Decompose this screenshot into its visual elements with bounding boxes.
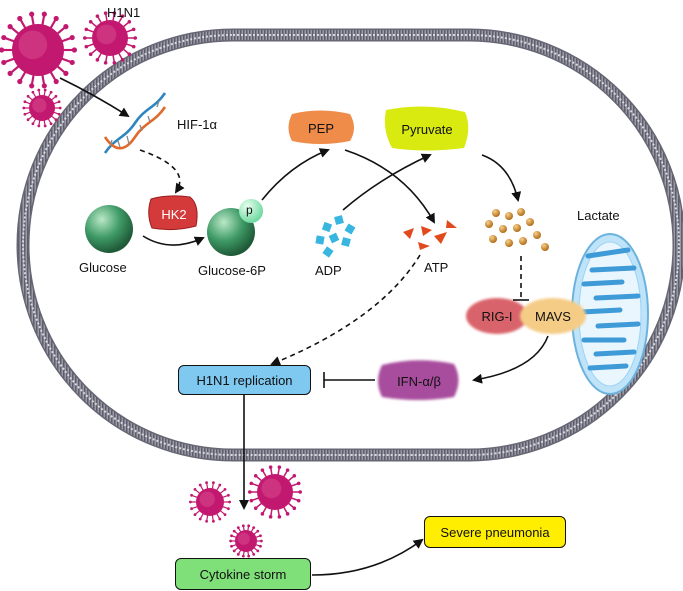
glucose-sphere bbox=[85, 205, 133, 253]
atp-label: ATP bbox=[424, 260, 449, 275]
glucose-6p-sphere bbox=[207, 208, 255, 256]
arrow-hif-hk2 bbox=[139, 149, 185, 194]
hif-label: HIF-1α bbox=[177, 117, 218, 132]
mavs-shape bbox=[520, 298, 586, 334]
arrow-glucose-g6p bbox=[142, 235, 205, 246]
lactate-label: Lactate bbox=[577, 208, 620, 223]
rigi-label: RIG-I bbox=[481, 308, 513, 324]
arrow-mavs-ifn bbox=[472, 335, 549, 384]
hk2-label: HK2 bbox=[161, 206, 187, 222]
pyruvate-blob bbox=[384, 106, 469, 151]
phosphate-label: p bbox=[246, 203, 253, 217]
adp-label: ADP bbox=[315, 263, 342, 278]
virus-icon bbox=[189, 481, 232, 523]
glucose-6p-label: Glucose-6P bbox=[198, 263, 266, 278]
rigi-shape bbox=[466, 298, 528, 334]
virus-icon bbox=[22, 88, 62, 128]
arrow-virus-hif bbox=[59, 77, 130, 118]
pep-label: PEP bbox=[307, 120, 334, 136]
virus-icon bbox=[83, 11, 137, 65]
arrow-g6p-pep bbox=[261, 148, 330, 201]
hk2-enzyme bbox=[148, 195, 198, 231]
pneumonia-box: Severe pneumonia bbox=[424, 516, 566, 548]
virus-label: H1N1 bbox=[107, 5, 141, 20]
virus-icon bbox=[248, 465, 303, 519]
arrow-pyruvate-lactate bbox=[481, 154, 522, 202]
ifn-label: IFN-α/β bbox=[397, 373, 441, 389]
pyruvate-label: Pyruvate bbox=[401, 121, 453, 137]
arrow-cytokine-pneumonia bbox=[311, 538, 424, 576]
phosphate-sphere bbox=[239, 199, 263, 223]
atp-molecules bbox=[403, 220, 457, 250]
virus-icon bbox=[0, 11, 77, 89]
arrow-atp-replication bbox=[270, 254, 421, 366]
replication-box: H1N1 replication bbox=[178, 365, 311, 395]
pep-blob bbox=[288, 110, 354, 144]
mitochondrion-icon bbox=[571, 233, 649, 395]
glucose-label: Glucose bbox=[79, 260, 127, 275]
adp-molecules bbox=[315, 215, 356, 258]
mavs-label: MAVS bbox=[535, 308, 571, 324]
cytokine-box: Cytokine storm bbox=[175, 558, 311, 590]
dna-icon bbox=[103, 92, 167, 154]
virus-icon bbox=[229, 524, 263, 558]
ifn-blob bbox=[378, 360, 459, 400]
lactate-molecules bbox=[485, 208, 549, 251]
arrow-adp-pyruvate bbox=[342, 153, 432, 211]
arrow-pep-atp bbox=[344, 149, 435, 224]
